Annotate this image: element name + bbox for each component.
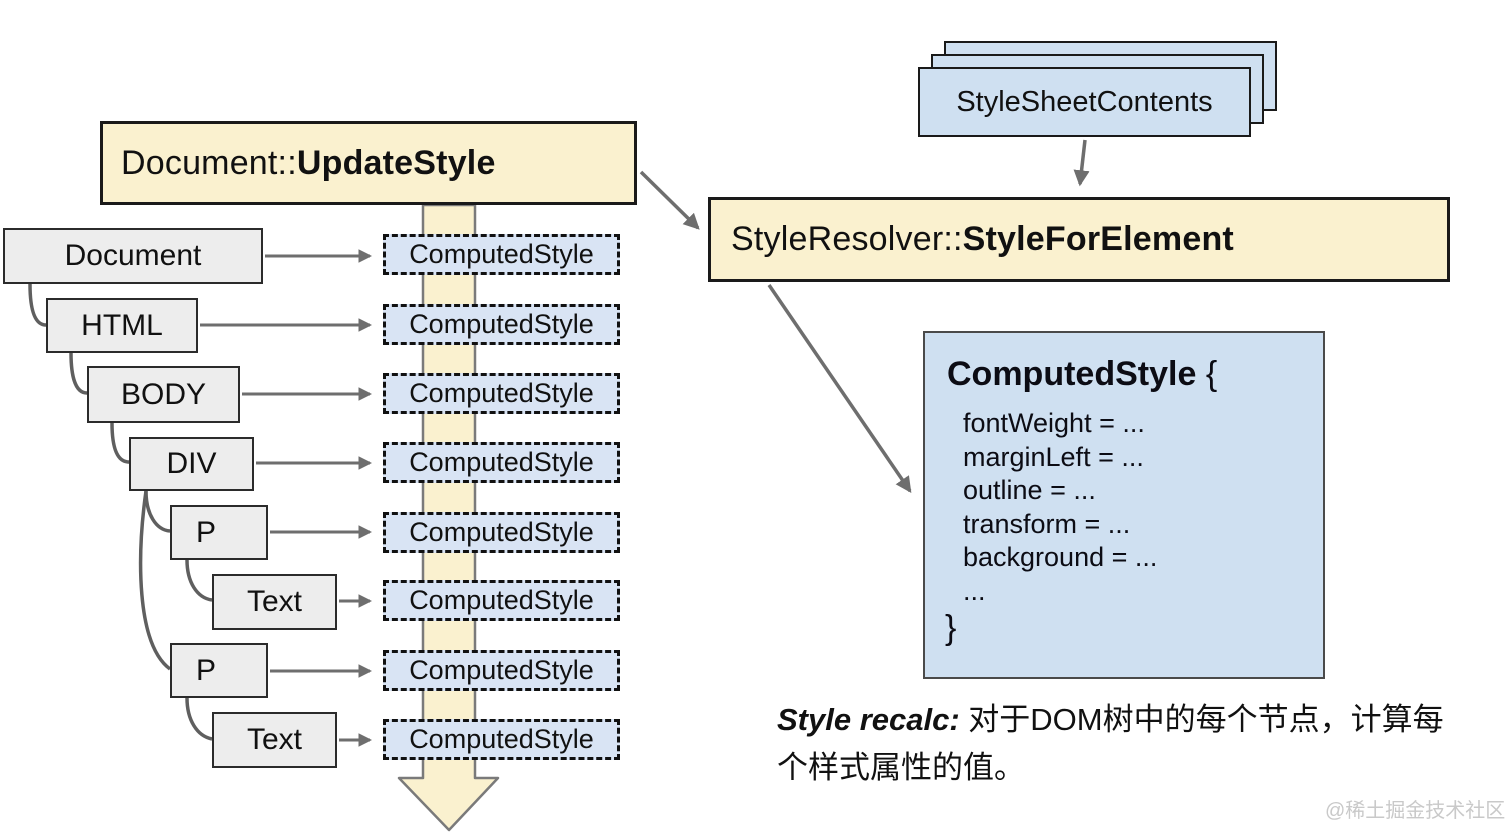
update-style-box: Document::UpdateStyle [100,121,637,205]
computed-style-chip-4: ComputedStyle [383,442,620,483]
tree-node-document: Document [3,228,263,284]
computed-style-chip-label: ComputedStyle [409,655,594,685]
update-style-method: UpdateStyle [296,143,496,182]
computed-style-chip-label: ComputedStyle [409,378,594,408]
tree-node-label: P [196,515,217,549]
caption-line-2: 个样式属性的值。 [777,750,1025,785]
tree-node-label: P [196,653,217,687]
computed-style-detail-title: ComputedStyle { [947,355,1217,394]
update-style-prefix: Document:: [121,143,297,182]
tree-node-text-2: Text [212,712,337,768]
tree-node-label: Text [246,723,303,756]
computed-style-chip-2: ComputedStyle [383,304,620,345]
computed-style-chip-1: ComputedStyle [383,234,620,275]
tree-node-label: Text [246,585,303,618]
stylesheet-contents-label: StyleSheetContents [956,85,1213,118]
stylesheet-card-front: StyleSheetContents [918,67,1251,137]
style-resolver-method: StyleForElement [962,220,1234,258]
open-brace: { [1205,355,1218,393]
computed-style-chip-label: ComputedStyle [409,309,594,339]
computed-style-chip-label: ComputedStyle [409,517,594,547]
stylesheet-to-resolver-arrow [1073,139,1090,187]
resolver-to-computedstyle-arrow [767,284,912,493]
tree-node-label: Document [64,239,202,272]
computed-style-properties: fontWeight = ... marginLeft = ... outlin… [963,408,1158,606]
stylesheet-contents-stack: StyleSheetContents [918,41,1278,141]
computed-style-chip-3: ComputedStyle [383,373,620,414]
computed-style-chip-5: ComputedStyle [383,512,620,553]
caption-line-1: Style recalc: 对于DOM树中的每个节点，计算每 [777,696,1497,744]
computed-style-chip-label: ComputedStyle [409,239,594,269]
tree-node-label: BODY [120,377,207,411]
computed-style-chip-7: ComputedStyle [383,650,620,691]
computed-style-detail-title-text: ComputedStyle [947,355,1197,393]
tree-node-div: DIV [129,437,254,491]
style-resolver-box: StyleResolver::StyleForElement [708,197,1450,282]
computed-style-chip-label: ComputedStyle [409,724,594,754]
computed-style-chip-8: ComputedStyle [383,719,620,760]
tree-node-body: BODY [87,366,240,423]
tree-node-p-1: P [170,505,268,560]
tree-node-label: DIV [166,447,217,480]
style-recalc-caption: Style recalc: 对于DOM树中的每个节点，计算每 个样式属性的值。 [777,696,1497,792]
computed-style-detail-box: ComputedStyle { fontWeight = ... marginL… [923,331,1325,679]
computed-style-chip-label: ComputedStyle [409,585,594,615]
close-brace: } [945,609,957,647]
caption-line-1-rest: 对于DOM树中的每个节点，计算每 [959,702,1444,737]
tree-node-p-2: P [170,643,268,698]
node-to-style-arrows [200,249,373,747]
watermark: @稀土掘金技术社区 [1325,800,1506,822]
tree-node-text-1: Text [212,574,337,630]
caption-lead: Style recalc: [777,702,960,737]
tree-node-html: HTML [46,298,198,353]
style-resolver-prefix: StyleResolver:: [731,220,963,258]
tree-connectors [28,283,213,741]
tree-node-label: HTML [81,308,163,342]
updatestyle-to-resolver-arrow [639,170,700,230]
computed-style-chip-label: ComputedStyle [409,447,594,477]
computed-style-chip-6: ComputedStyle [383,580,620,621]
